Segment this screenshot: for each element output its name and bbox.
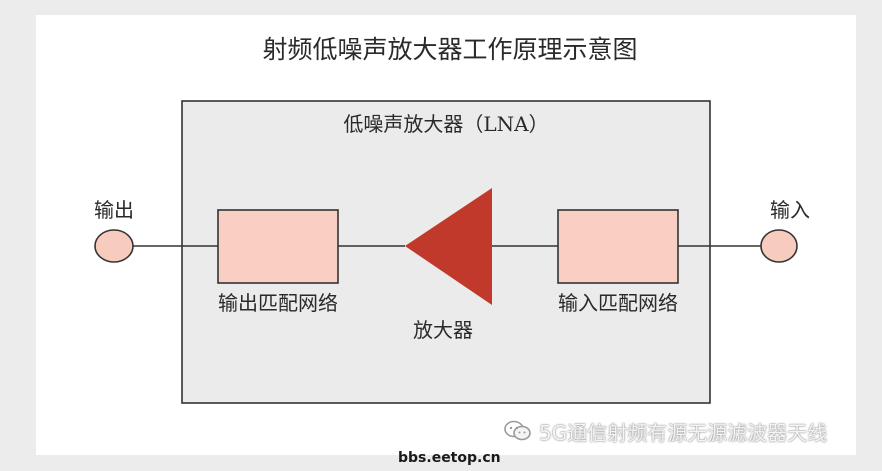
watermark-text: 5G通信射频有源无源滤波器天线 xyxy=(539,420,828,445)
output-matching-label: 输出匹配网络 xyxy=(218,291,338,315)
input-port xyxy=(760,229,798,263)
watermark: 5G通信射频有源无源滤波器天线 xyxy=(503,417,827,445)
amplifier-triangle xyxy=(405,188,492,305)
footer-url: bbs.eetop.cn xyxy=(398,450,501,466)
output-matching-network xyxy=(217,209,339,284)
lna-box-label: 低噪声放大器（LNA） xyxy=(343,112,548,136)
amplifier-label: 放大器 xyxy=(413,318,473,342)
input-matching-network xyxy=(557,209,679,284)
wechat-icon xyxy=(503,419,533,443)
output-label: 输出 xyxy=(94,198,134,222)
diagram-title: 射频低噪声放大器工作原理示意图 xyxy=(262,35,637,64)
output-port xyxy=(94,229,134,263)
input-matching-label: 输入匹配网络 xyxy=(558,291,678,315)
input-label: 输入 xyxy=(770,198,810,222)
